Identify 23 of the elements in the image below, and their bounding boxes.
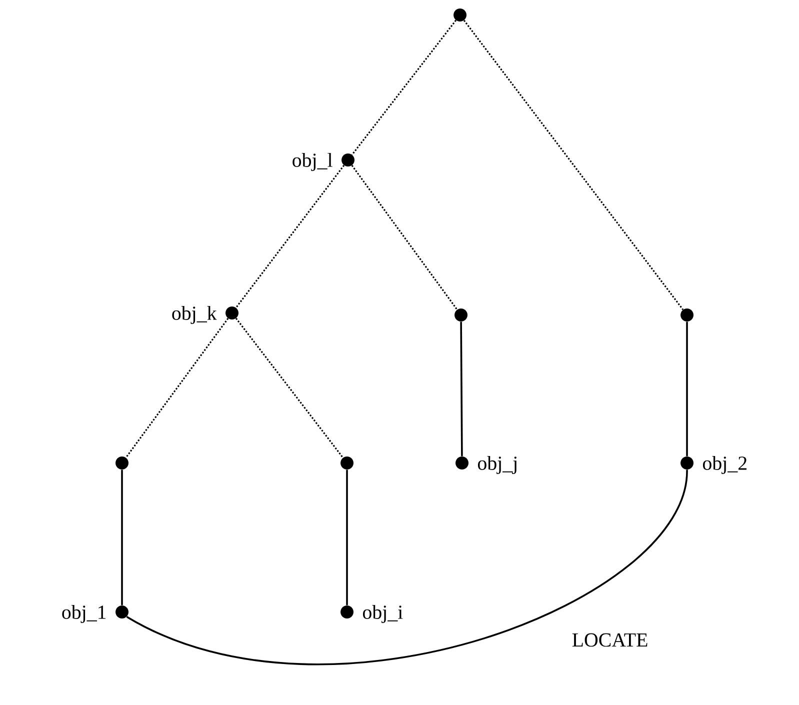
dot [116, 456, 128, 470]
connector [346, 470, 348, 606]
connector [235, 318, 344, 458]
connector [235, 164, 345, 308]
connector [125, 318, 229, 458]
connector [351, 20, 457, 156]
node-label: obj_k [172, 306, 217, 324]
node-label: obj_l [292, 152, 332, 172]
dot [680, 308, 694, 322]
connector [351, 164, 458, 310]
node-label: obj_i [362, 604, 403, 624]
connector [121, 470, 123, 606]
dot [454, 308, 468, 322]
connector [126, 470, 688, 665]
connector [460, 322, 463, 456]
node-label: obj_2 [702, 456, 746, 474]
node-label: obj_1 [62, 604, 106, 624]
node-label: obj_j [478, 456, 516, 474]
dot [340, 456, 354, 470]
connector [686, 322, 688, 456]
connector [463, 20, 684, 310]
edge-label: LOCATE [570, 632, 650, 648]
dot [454, 8, 466, 22]
